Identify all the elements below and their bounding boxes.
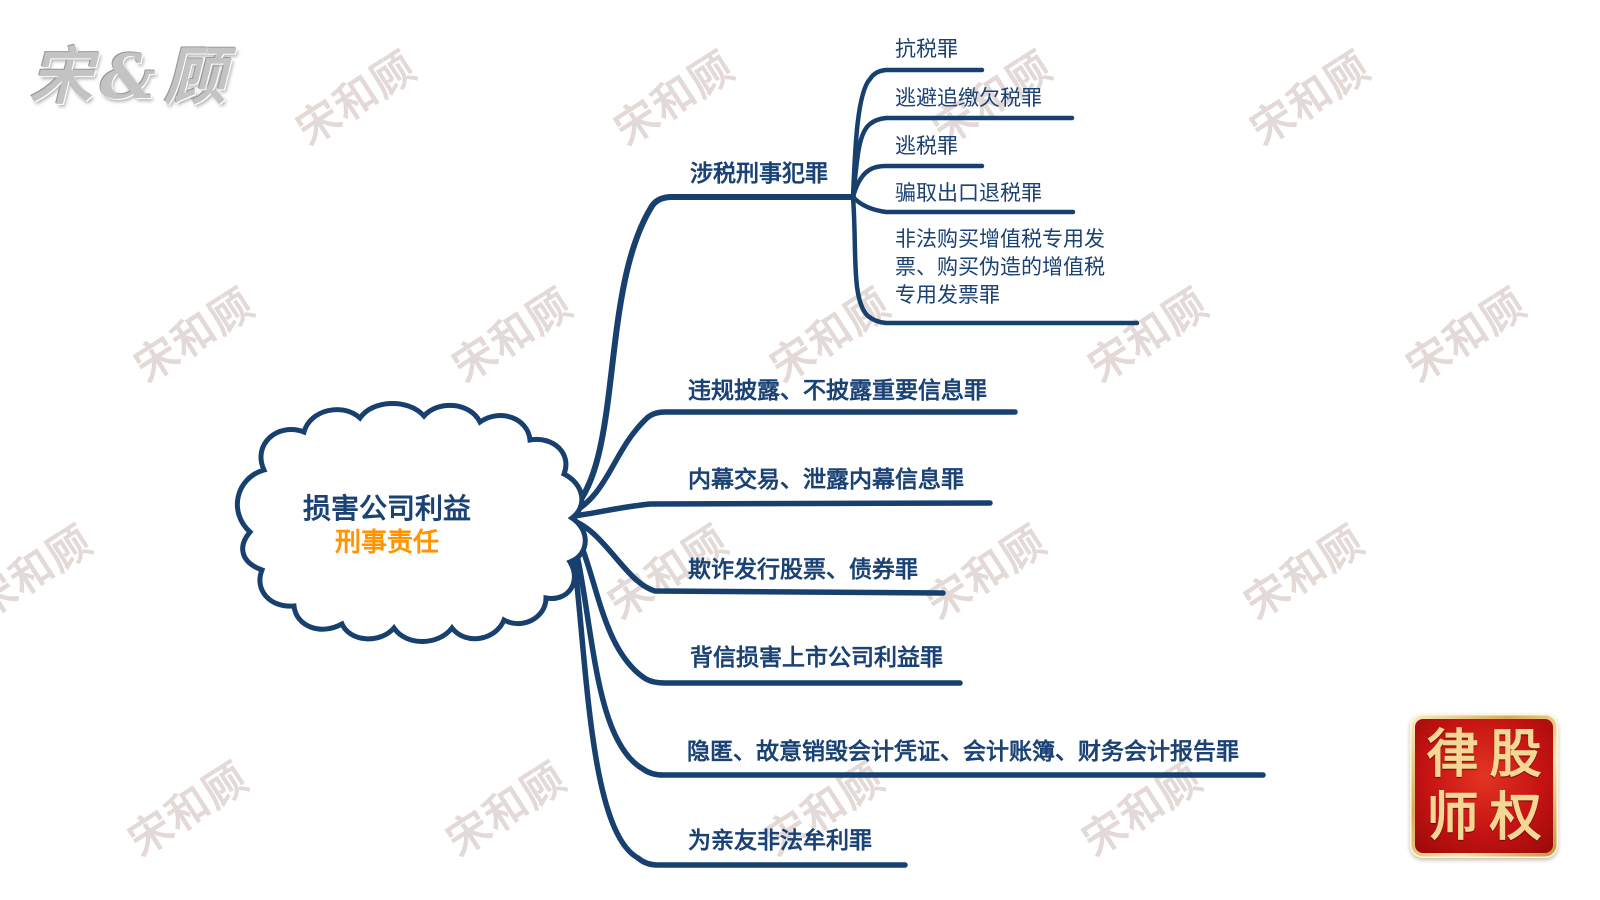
branch-label-fraud-issue[interactable]: 欺诈发行股票、债券罪 — [688, 556, 918, 582]
leaf-label-resist-tax[interactable]: 抗税罪 — [895, 38, 958, 61]
connector-branch-7 — [565, 518, 908, 868]
connector-tax-branch — [565, 194, 856, 517]
branch-lines — [565, 67, 1266, 868]
leaf-label-evade-recovery[interactable]: 逃避追缴欠税罪 — [895, 87, 1042, 110]
root-subtitle: 刑事责任 — [334, 527, 439, 557]
connector-tax-child-2 — [850, 115, 1075, 200]
seal-char-4: 权 — [1489, 786, 1542, 848]
branch-label-breach-trust[interactable]: 背信损害上市公司利益罪 — [690, 644, 943, 670]
branch-label-destroy-records[interactable]: 隐匿、故意销毁会计凭证、会计账簿、财务会计报告罪 — [687, 738, 1239, 764]
law-firm-seal: 律 股 师 权 — [1410, 714, 1558, 858]
law-firm-seal-inner: 律 股 师 权 — [1415, 719, 1553, 853]
branch-label-insider[interactable]: 内幕交易、泄露内幕信息罪 — [688, 466, 964, 492]
root-title: 损害公司利益 — [302, 493, 471, 524]
connector-tax-child-3 — [850, 163, 985, 200]
seal-char-3: 师 — [1426, 786, 1479, 848]
brand-logo: 宋&顾 — [30, 40, 234, 113]
root-node[interactable]: 损害公司利益 刑事责任 — [262, 492, 512, 558]
seal-char-1: 律 — [1426, 723, 1479, 785]
connector-branch-5 — [565, 517, 963, 686]
branch-label-disclosure[interactable]: 违规披露、不披露重要信息罪 — [688, 377, 987, 403]
connector-tax-child-5 — [850, 194, 1140, 326]
root-cloud-shape — [234, 401, 588, 644]
leaf-label-export-rebate-fraud[interactable]: 骗取出口退税罪 — [895, 182, 1042, 205]
connector-branch-6 — [565, 517, 1266, 778]
leaf-label-tax-evasion[interactable]: 逃税罪 — [895, 135, 958, 158]
leaf-label-vat-invoice[interactable]: 非法购买增值税专用发票、购买伪造的增值税专用发票罪 — [895, 228, 1105, 307]
seal-char-2: 股 — [1489, 723, 1542, 785]
connector-tax-child-1 — [850, 67, 985, 200]
connector-branch-3 — [565, 500, 993, 520]
connector-tax-child-4 — [850, 194, 1076, 215]
branch-label-tax[interactable]: 涉税刑事犯罪 — [690, 160, 828, 186]
connector-branch-2 — [565, 409, 1018, 518]
branch-label-illegal-profit[interactable]: 为亲友非法牟利罪 — [688, 827, 872, 853]
